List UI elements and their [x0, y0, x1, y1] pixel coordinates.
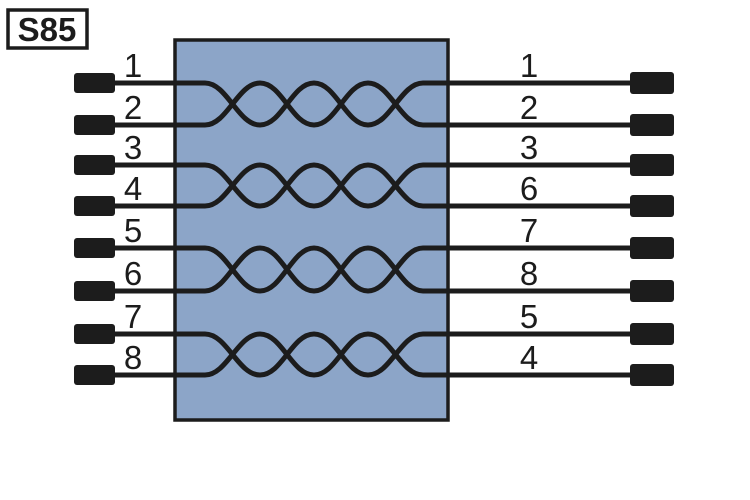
- pair-2-wire-bottom: [90, 162, 658, 209]
- left-pin-4-pad: [74, 196, 115, 216]
- right-pin-2-pad: [630, 114, 674, 136]
- s85-label-box: [6, 8, 89, 50]
- right-pin-6-pad: [630, 280, 674, 302]
- pair-3-wire-bottom: [90, 245, 658, 294]
- right-pin-4-pad: [630, 195, 674, 217]
- s85-label: S85: [18, 11, 77, 48]
- left-pin-1-pad: [74, 73, 115, 93]
- pair-4-wire-top: [90, 331, 658, 378]
- right-pin-label-5: 7: [520, 212, 538, 249]
- left-pin-label-7: 7: [124, 298, 142, 335]
- right-pin-label-6: 8: [520, 255, 538, 292]
- left-pin-6-pad: [74, 281, 115, 301]
- right-pin-5-pad: [630, 237, 674, 259]
- right-pin-3-pad: [630, 154, 674, 176]
- right-pin-8-pad: [630, 364, 674, 386]
- right-pin-label-7: 5: [520, 298, 538, 335]
- pair-1-wire-bottom: [90, 80, 658, 128]
- left-pin-label-1: 1: [124, 47, 142, 84]
- pair-1-wire-top: [90, 80, 658, 128]
- right-pin-7-pad: [630, 323, 674, 345]
- right-pin-label-8: 4: [520, 339, 538, 376]
- right-pin-label-2: 2: [520, 89, 538, 126]
- left-pin-7-pad: [74, 324, 115, 344]
- left-pin-label-5: 5: [124, 212, 142, 249]
- junction-box: [173, 38, 450, 422]
- left-pin-label-4: 4: [124, 170, 142, 207]
- pair-4-wire-bottom: [90, 331, 658, 378]
- left-pin-5-pad: [74, 238, 115, 258]
- left-pin-label-2: 2: [124, 89, 142, 126]
- right-pin-label-3: 3: [520, 129, 538, 166]
- pair-3-wire-top: [90, 245, 658, 294]
- left-pin-label-6: 6: [124, 255, 142, 292]
- left-pin-8-pad: [74, 365, 115, 385]
- left-pin-label-3: 3: [124, 129, 142, 166]
- left-pin-label-8: 8: [124, 339, 142, 376]
- pair-2-wire-top: [90, 162, 658, 209]
- right-pin-label-1: 1: [520, 47, 538, 84]
- left-pin-3-pad: [74, 155, 115, 175]
- right-pin-1-pad: [630, 72, 674, 94]
- right-pin-label-4: 6: [520, 170, 538, 207]
- left-pin-2-pad: [74, 115, 115, 135]
